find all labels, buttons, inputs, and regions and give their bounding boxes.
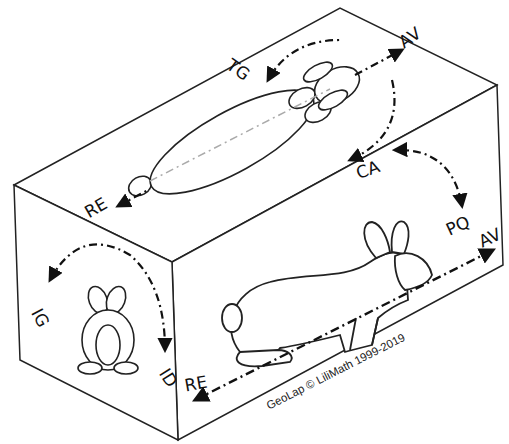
rabbit-back-view [78,284,138,374]
axis-arrow [118,189,150,206]
end-face [14,185,178,440]
axis-label: RE [183,374,208,395]
axis-line [150,89,330,181]
rotation-arrow [50,244,165,350]
rotation-arrow [395,150,462,206]
rotation-arrow [350,80,394,160]
axis-arrow [195,250,493,400]
rabbit-top-view [125,58,366,213]
rotation-arrow [268,40,340,80]
axis-arrow [355,50,402,75]
